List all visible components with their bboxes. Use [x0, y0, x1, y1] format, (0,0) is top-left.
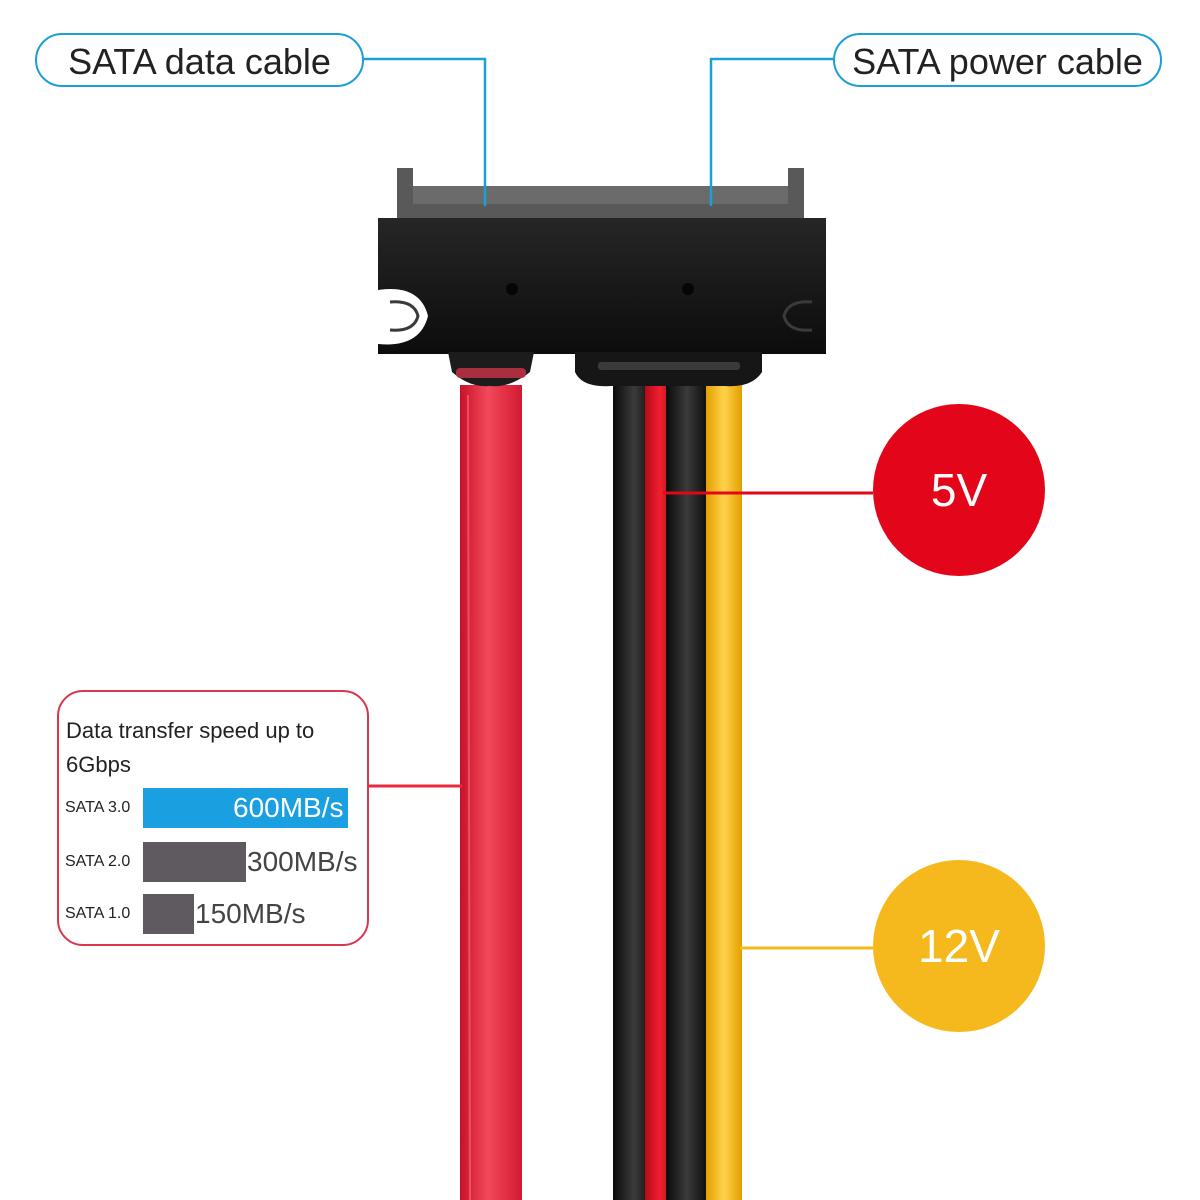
speed-version-label: SATA 1.0	[65, 905, 131, 922]
speed-rate-label: 600MB/s	[233, 792, 344, 823]
sata-power-cable-label: SATA power cable	[833, 33, 1162, 87]
power-callout-line	[709, 57, 833, 206]
speed-row-sata2: SATA 2.0 300MB/s	[65, 842, 365, 882]
5v-badge: 5V	[873, 404, 1045, 576]
speed-heading: Data transfer speed up to 6Gbps	[66, 718, 315, 777]
speed-bar	[143, 842, 246, 882]
sata-power-wires	[613, 385, 742, 1200]
transfer-speed-panel: Data transfer speed up to 6Gbps SATA 3.0…	[57, 690, 369, 946]
power-wire-black-2	[666, 385, 708, 1200]
sata-connector	[378, 168, 826, 387]
12v-badge: 12V	[873, 860, 1045, 1032]
sata-data-cable-label: SATA data cable	[35, 33, 364, 87]
speed-rate-label: 300MB/s	[247, 846, 358, 877]
speed-version-label: SATA 3.0	[65, 799, 131, 816]
speed-row-sata3: SATA 3.0 600MB/s	[65, 788, 365, 828]
power-wire-yellow	[706, 385, 742, 1200]
speed-row-sata1: SATA 1.0 150MB/s	[65, 894, 365, 934]
speed-rate-label: 150MB/s	[195, 898, 306, 929]
data-callout-line	[364, 57, 487, 206]
speed-version-label: SATA 2.0	[65, 853, 131, 870]
speed-bar	[143, 894, 194, 934]
callout-lines	[364, 57, 873, 950]
speed-bar	[143, 788, 348, 828]
sata-data-wire	[460, 385, 522, 1200]
